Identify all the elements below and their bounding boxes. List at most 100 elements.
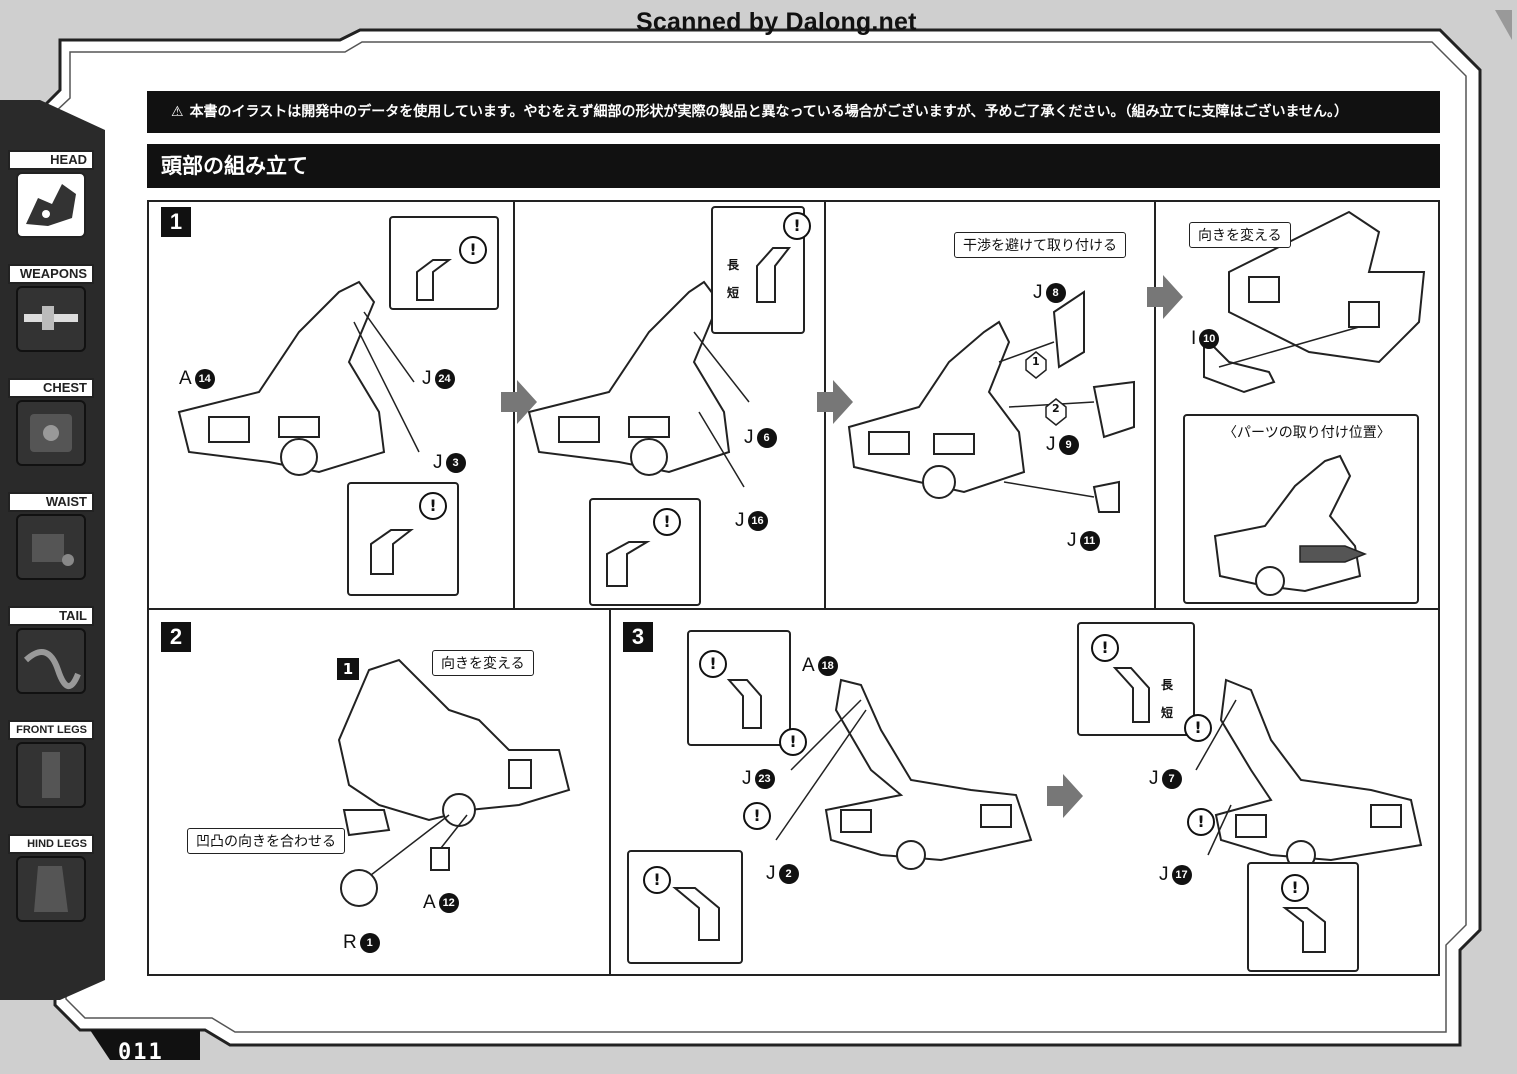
part-number-badge: 11	[1079, 530, 1100, 551]
part-number-badge: 23	[754, 768, 775, 789]
step1-number: 1	[161, 207, 191, 237]
sidebar-tab-tail[interactable]: TAIL	[8, 606, 96, 706]
detail-box-j23: !	[687, 630, 791, 746]
part-number-badge: 2	[778, 863, 799, 884]
part-letter: J	[766, 863, 776, 884]
part-number-badge: 14	[194, 368, 215, 389]
part-number-badge: 1	[359, 932, 380, 953]
part-letter: A	[802, 655, 815, 676]
attachment-position-caption: 〈パーツの取り付け位置〉	[1223, 425, 1391, 441]
sidebar-tab-hind-legs[interactable]: HIND LEGS	[8, 834, 96, 934]
caution-icon: !	[1184, 714, 1212, 742]
weapons-thumbnail-icon	[16, 286, 86, 352]
long-label: 長	[727, 258, 740, 272]
part-number-badge: 24	[434, 368, 455, 389]
caution-icon: !	[743, 802, 771, 830]
part-number-badge: 7	[1161, 768, 1182, 789]
sidebar-tab-label: FRONT LEGS	[8, 720, 94, 740]
part-number-badge: 9	[1058, 434, 1079, 455]
caution-icon: !	[1281, 874, 1309, 902]
part-letter: J	[742, 768, 752, 789]
align-callout: 凹凸の向きを合わせる	[187, 828, 345, 854]
part-letter: J	[1046, 434, 1056, 455]
sidebar-tab-chest[interactable]: CHEST	[8, 378, 96, 478]
page-number: 011	[118, 1040, 164, 1065]
step2-number: 2	[161, 622, 191, 652]
caution-icon: !	[783, 212, 811, 240]
attachment-position-box: 〈パーツの取り付け位置〉	[1183, 414, 1419, 604]
sidebar-tab-label: TAIL	[8, 606, 94, 626]
tail-thumbnail-icon	[16, 628, 86, 694]
warning-triangle-icon: ⚠	[171, 104, 184, 120]
caution-icon: !	[1187, 808, 1215, 836]
caution-icon: !	[779, 728, 807, 756]
step1-illustration	[177, 202, 1426, 608]
turn-callout: 向きを変える	[432, 650, 534, 676]
detail-box-j3: !	[347, 482, 459, 596]
sidebar-tab-label: CHEST	[8, 378, 94, 398]
sidebar-tab-weapons[interactable]: WEAPONS	[8, 264, 96, 364]
part-number-badge: 17	[1171, 864, 1192, 885]
step2-substep-number: 1	[337, 658, 359, 680]
notice-text: 本書のイラストは開発中のデータを使用しています。やむをえず細部の形状が実際の製品…	[189, 104, 1349, 120]
part-number-badge: 10	[1199, 328, 1220, 349]
part-letter: J	[1149, 768, 1159, 789]
part-letter: R	[343, 932, 357, 953]
part-letter: J	[422, 368, 432, 389]
turn-callout: 向きを変える	[1189, 222, 1291, 248]
section-title: 頭部の組み立て	[147, 144, 1440, 188]
long-label: 長	[1161, 678, 1174, 692]
watermark-text: Scanned by Dalong.net	[636, 8, 917, 36]
avoid-interference-callout: 干渉を避けて取り付ける	[954, 232, 1126, 258]
detail-box-j2: !	[627, 850, 743, 964]
detail-box-j16: !	[589, 498, 701, 606]
waist-thumbnail-icon	[16, 514, 86, 580]
part-number-badge: 8	[1045, 282, 1066, 303]
detail-box-j7: ! 長 短	[1077, 622, 1195, 736]
sidebar-tab-head[interactable]: HEAD	[8, 150, 96, 250]
part-letter: J	[744, 427, 754, 448]
part-number-badge: 16	[747, 510, 768, 531]
part-letter: J	[1067, 530, 1077, 551]
short-label: 短	[1161, 706, 1174, 720]
part-number-badge: 6	[756, 427, 777, 448]
part-letter: J	[735, 510, 745, 531]
part-letter: I	[1191, 328, 1197, 349]
sidebar-tab-front-legs[interactable]: FRONT LEGS	[8, 720, 96, 820]
sidebar-tab-label: HIND LEGS	[8, 834, 94, 854]
part-letter: J	[433, 452, 443, 473]
sidebar-tab-waist[interactable]: WAIST	[8, 492, 96, 592]
caution-icon: !	[419, 492, 447, 520]
chest-thumbnail-icon	[16, 400, 86, 466]
sidebar-tab-label: WAIST	[8, 492, 94, 512]
detail-box-j6: ! 長 短	[711, 206, 811, 334]
part-number-badge: 3	[445, 452, 466, 473]
sequence-marker-2: 2	[1052, 402, 1060, 415]
sequence-marker-1: 1	[1032, 355, 1040, 368]
sidebar-tab-label: WEAPONS	[8, 264, 94, 284]
part-letter: A	[423, 892, 436, 913]
caution-icon: !	[459, 236, 487, 264]
caution-icon: !	[1091, 634, 1119, 662]
part-letter: J	[1033, 282, 1043, 303]
detail-box-j24: !	[389, 216, 499, 310]
hind-legs-thumbnail-icon	[16, 856, 86, 922]
caution-icon: !	[699, 650, 727, 678]
part-number-badge: 18	[817, 655, 838, 676]
step3-number: 3	[623, 622, 653, 652]
notice-bar: ⚠ 本書のイラストは開発中のデータを使用しています。やむをえず細部の形状が実際の製…	[147, 91, 1440, 133]
head-thumbnail-icon	[16, 172, 86, 238]
